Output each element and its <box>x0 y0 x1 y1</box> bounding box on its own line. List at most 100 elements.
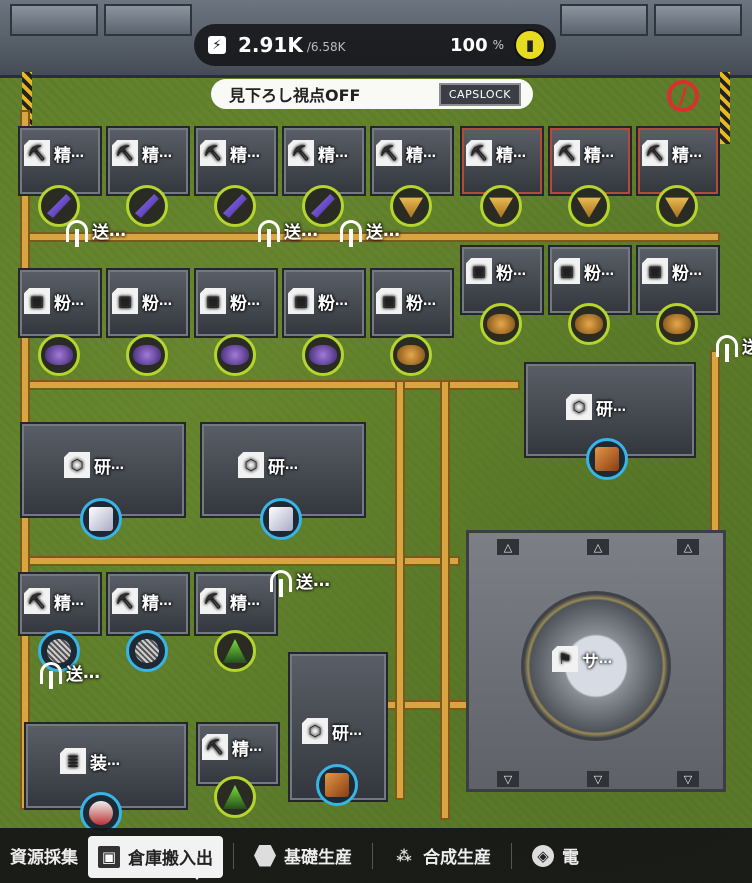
wall-panel <box>104 4 192 36</box>
refinery-icon: ⛏ <box>288 140 314 166</box>
crusher-label[interactable]: ▦粉… <box>24 288 84 314</box>
output-item-slot[interactable] <box>260 498 302 540</box>
tab-synthesis-production[interactable]: ⁂ 合成生産 <box>383 835 501 877</box>
refinery-label[interactable]: ⛏精… <box>112 140 172 166</box>
relay-tower-label[interactable]: 送… <box>258 218 318 247</box>
output-item-slot[interactable] <box>568 185 610 227</box>
conveyor-belt <box>20 380 520 390</box>
equipment-label[interactable]: ≣装… <box>60 748 120 774</box>
core-platform[interactable]: △ △ △ ▽ ▽ ▽ <box>466 530 726 792</box>
ellipsis: … <box>689 263 702 279</box>
refinery-label[interactable]: ⛏精… <box>642 140 702 166</box>
item-icon <box>223 194 247 218</box>
ellipsis: … <box>689 145 702 161</box>
power-icon: ◈ <box>532 844 554 867</box>
output-item-slot[interactable] <box>38 334 80 376</box>
ellipsis: … <box>247 145 260 161</box>
machine-name: 研 <box>596 399 613 420</box>
research-label[interactable]: ⬡研… <box>302 718 362 744</box>
factory-machine[interactable] <box>548 245 632 315</box>
refinery-label[interactable]: ⛏精… <box>202 734 262 760</box>
crusher-icon: ▦ <box>554 258 580 284</box>
ellipsis: … <box>111 457 124 473</box>
ellipsis: … <box>383 220 400 241</box>
ellipsis: … <box>423 145 436 161</box>
synthesis-icon: ⁂ <box>396 846 412 865</box>
output-item-slot[interactable] <box>480 303 522 345</box>
crusher-label[interactable]: ▦粉… <box>288 288 348 314</box>
output-item-slot[interactable] <box>214 334 256 376</box>
refinery-label[interactable]: ⛏精… <box>112 588 172 614</box>
output-item-slot[interactable] <box>316 764 358 806</box>
refinery-label[interactable]: ⛏精… <box>200 588 260 614</box>
refinery-label[interactable]: ⛏精… <box>24 588 84 614</box>
crusher-icon: ▦ <box>112 288 138 314</box>
output-item-slot[interactable] <box>586 438 628 480</box>
item-icon <box>269 507 293 531</box>
crusher-icon: ▦ <box>642 258 668 284</box>
output-item-slot[interactable] <box>568 303 610 345</box>
ellipsis: … <box>599 651 612 667</box>
output-item-slot[interactable] <box>214 630 256 672</box>
output-item-slot[interactable] <box>126 630 168 672</box>
output-port-icon: ▽ <box>587 771 609 787</box>
output-item-slot[interactable] <box>390 185 432 227</box>
relay-tower-label[interactable]: 送… <box>716 333 752 362</box>
research-label[interactable]: ⬡研… <box>238 452 298 478</box>
relay-name: 送 <box>284 223 301 243</box>
item-icon <box>135 194 159 218</box>
output-item-slot[interactable] <box>390 334 432 376</box>
output-item-slot[interactable] <box>214 185 256 227</box>
tab-resource-gathering[interactable]: 資源採集 <box>0 835 88 877</box>
refinery-label[interactable]: ⛏精… <box>376 140 436 166</box>
core-reactor <box>521 591 671 741</box>
top-down-view-toggle[interactable]: 見下ろし視点OFF CAPSLOCK <box>211 79 533 109</box>
relay-tower-label[interactable]: 送… <box>340 218 400 247</box>
tab-storage-transfer[interactable]: ▣ 倉庫搬入出 <box>88 835 223 878</box>
relay-tower-label[interactable]: 送… <box>270 568 330 597</box>
ellipsis: … <box>159 145 172 161</box>
crusher-label[interactable]: ▦粉… <box>112 288 172 314</box>
prohibit-icon[interactable]: / <box>667 80 699 112</box>
ellipsis: … <box>335 293 348 309</box>
conveyor-belt <box>440 380 450 820</box>
research-label[interactable]: ⬡研… <box>64 452 124 478</box>
ellipsis: … <box>83 662 100 683</box>
crusher-label[interactable]: ▦粉… <box>642 258 702 284</box>
ellipsis: … <box>601 145 614 161</box>
output-item-slot[interactable] <box>80 498 122 540</box>
relay-tower-label[interactable]: 送… <box>66 218 126 247</box>
relay-tower-label[interactable]: 送… <box>40 660 100 689</box>
conveyor-belt <box>20 556 460 566</box>
crusher-label[interactable]: ▦粉… <box>200 288 260 314</box>
battery-icon[interactable]: ▮ <box>514 29 546 61</box>
output-item-slot[interactable] <box>656 185 698 227</box>
tab-power[interactable]: ◈ 電 <box>522 835 589 877</box>
crusher-label[interactable]: ▦粉… <box>376 288 436 314</box>
output-item-slot[interactable] <box>126 185 168 227</box>
output-item-slot[interactable] <box>38 185 80 227</box>
output-item-slot[interactable] <box>126 334 168 376</box>
crusher-label[interactable]: ▦粉… <box>554 258 614 284</box>
refinery-label[interactable]: ⛏精… <box>200 140 260 166</box>
crusher-label[interactable]: ▦粉… <box>466 258 526 284</box>
refinery-label[interactable]: ⛏精… <box>554 140 614 166</box>
machine-name: 研 <box>332 723 349 744</box>
machine-name: 精 <box>54 593 71 614</box>
output-item-slot[interactable] <box>302 334 344 376</box>
factory-machine[interactable] <box>194 268 278 338</box>
core-label[interactable]: ⚑ サ … <box>552 646 612 672</box>
tab-basic-production[interactable]: 基礎生産 <box>244 835 362 877</box>
refinery-label[interactable]: ⛏精… <box>24 140 84 166</box>
refinery-label[interactable]: ⛏精… <box>466 140 526 166</box>
refinery-label[interactable]: ⛏精… <box>288 140 348 166</box>
output-item-slot[interactable] <box>302 185 344 227</box>
item-icon <box>577 197 601 218</box>
output-item-slot[interactable] <box>214 776 256 818</box>
output-item-slot[interactable] <box>480 185 522 227</box>
bolt-icon: ⚡ <box>208 36 226 54</box>
output-port-icon: ▽ <box>497 771 519 787</box>
research-label[interactable]: ⬡研… <box>566 394 626 420</box>
output-item-slot[interactable] <box>656 303 698 345</box>
build-category-bar: 資源採集 ▣ 倉庫搬入出 基礎生産 ⁂ 合成生産 ◈ 電 <box>0 828 752 883</box>
